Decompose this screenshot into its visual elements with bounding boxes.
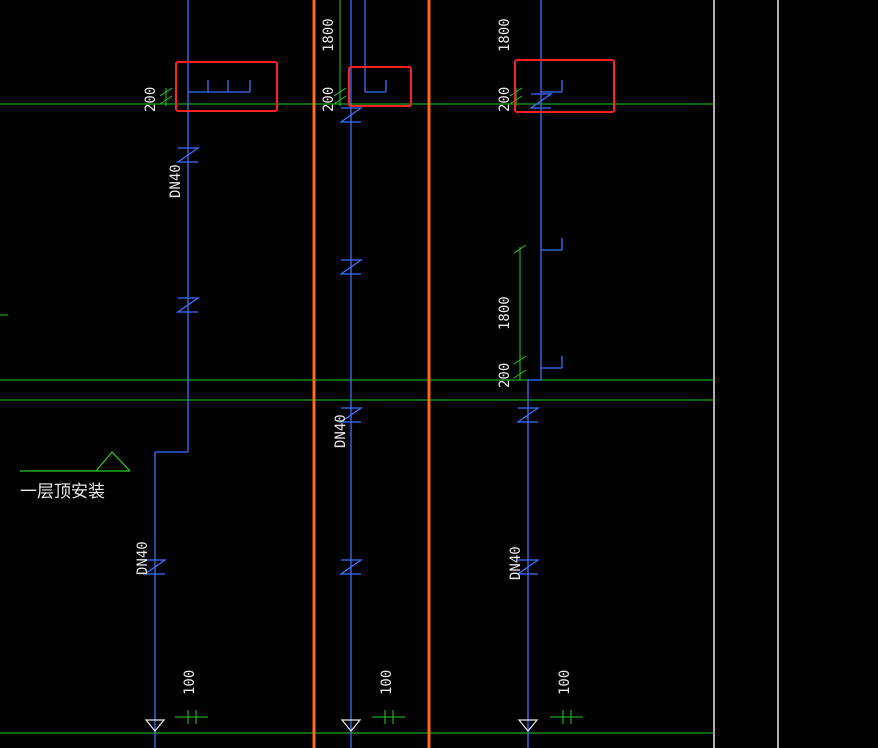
dim-label-100-c: 100 [557,670,573,695]
dim-label-left-200: 200 [143,87,159,112]
dim-label-right-200-top: 200 [497,87,513,112]
pipe-size-left: DN40 [168,164,184,198]
dim-label-right-1800-top: 1800 [497,18,513,52]
drawing-frame [713,0,779,748]
dim-label-mid-1800: 1800 [321,18,337,52]
dim-label-right-1800-mid: 1800 [497,296,513,330]
highlight-box-right [514,59,615,113]
pipe-break-symbols [142,93,554,575]
highlight-box-left [175,61,278,112]
pipe-size-bottom-right: DN40 [508,546,524,580]
dim-label-100-b: 100 [379,670,395,695]
dim-label-100-a: 100 [182,670,198,695]
dim-label-mid-200: 200 [321,87,337,112]
pipe-size-middle: DN40 [333,414,349,448]
dim-label-right-200-mid: 200 [497,363,513,388]
highlight-box-middle [348,66,412,107]
column-lines [312,0,431,748]
highlight-boxes [175,59,615,113]
install-note: 一层顶安装 [20,482,105,502]
level-symbol [20,451,131,472]
pipe-size-bottom-left: DN40 [135,541,151,575]
end-markers [144,719,539,732]
floor-lines [0,103,714,734]
pipe-network [154,0,563,748]
